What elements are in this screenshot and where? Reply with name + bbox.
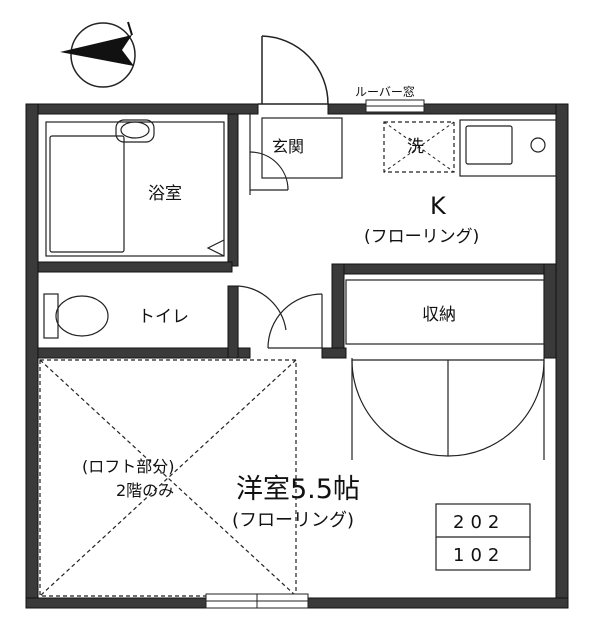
washer-space bbox=[383, 121, 455, 173]
closet-doors bbox=[351, 358, 545, 460]
entrance-label: 玄関 bbox=[272, 137, 304, 156]
kitchen-label: K bbox=[430, 192, 447, 220]
compass-icon bbox=[60, 21, 136, 88]
room-number-upper: 202 bbox=[453, 512, 505, 533]
western-floor-label: (フローリング) bbox=[232, 510, 354, 531]
toilet-door bbox=[237, 285, 287, 348]
kitchen-floor-label: (フローリング) bbox=[364, 227, 479, 247]
bathtub bbox=[45, 119, 225, 257]
washer-label: 洗 bbox=[407, 137, 424, 157]
entrance-area bbox=[249, 114, 343, 195]
room-number-box bbox=[435, 503, 531, 571]
toilet-fixture bbox=[43, 293, 109, 339]
louver-window-label: ルーバー窓 bbox=[355, 84, 415, 99]
loft-note-label: 2階のみ bbox=[116, 481, 174, 500]
storage-box bbox=[345, 279, 545, 345]
bath-label: 浴室 bbox=[148, 184, 182, 204]
bottom-window bbox=[205, 593, 309, 609]
loft-label: (ロフト部分) bbox=[82, 457, 175, 476]
toilet-label: トイレ bbox=[138, 307, 189, 327]
room-number-lower: 102 bbox=[453, 545, 505, 566]
room-door bbox=[267, 293, 323, 349]
entrance-door bbox=[258, 35, 329, 105]
storage-label: 収納 bbox=[422, 305, 456, 325]
loft-area bbox=[39, 359, 297, 597]
kitchen-counter bbox=[459, 119, 557, 177]
western-room-label: 洋室5.5帖 bbox=[236, 474, 360, 505]
outer-walls bbox=[25, 103, 569, 609]
interior-walls bbox=[37, 113, 557, 359]
louver-window: ルーバー窓 bbox=[355, 84, 425, 113]
